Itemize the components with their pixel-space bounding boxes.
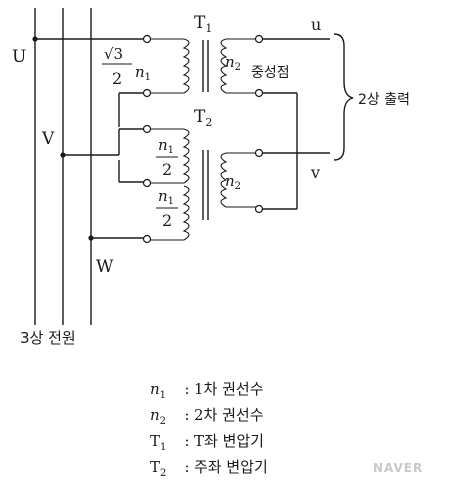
t2-primary-terminal-center [142,178,152,188]
source-label-w: W [96,257,114,277]
legend-row-n2: n2:2차 권선수 [150,402,380,428]
t1-primary-denominator: 2 [112,69,122,88]
t1-label: T1 [194,13,212,35]
t2-lower-denominator: 2 [162,211,172,230]
legend-separator: : [184,458,190,476]
t1-secondary-terminal-top [254,34,264,44]
t2-secondary-coil [220,152,228,208]
source-label-u: U [12,47,26,67]
legend-separator: : [184,380,190,398]
t1-primary-radical: √3 [104,45,123,63]
t1-primary-terminal-bottom [142,88,152,98]
neutral-point-label: 중성점 [251,65,290,81]
legend-separator: : [184,406,190,424]
t2-primary-coil-lower [182,185,190,241]
legend-key: n2 [150,406,167,427]
t2-upper-denominator: 2 [162,160,172,179]
output-caption: 2상 출력 [358,92,410,108]
legend-key: T2 [150,458,167,479]
legend-row-t2: T2:주좌 변압기 [150,454,380,480]
legend-key: n1 [150,380,167,401]
legend-text: 1차 권선수 [194,380,264,398]
legend-key: T1 [150,432,167,453]
t2-primary-coil-upper [182,128,190,184]
output-label-v: v [310,163,320,182]
t1-secondary-n-label: n2 [225,53,241,73]
t1-primary-n-label: n1 [135,63,151,83]
output-label-u: u [311,15,321,34]
output-bracket [333,33,354,161]
t2-primary-terminal-top [142,124,152,134]
legend: n1:1차 권선수 n2:2차 권선수 T1:T좌 변압기 T2:주좌 변압기 [150,376,380,480]
naver-watermark-logo: NAVER [373,461,424,475]
t1-secondary-terminal-bottom [254,88,264,98]
t2-secondary-terminal-top [254,148,264,158]
t1-primary-terminal-top [142,34,152,44]
t2-upper-numerator: n1 [158,136,174,156]
t2-label: T2 [194,107,212,129]
legend-text: T좌 변압기 [194,432,264,450]
t2-secondary-n-label: n2 [225,172,241,192]
legend-separator: : [184,432,190,450]
legend-row-t1: T1:T좌 변압기 [150,428,380,454]
source-caption: 3상 전원 [20,329,76,347]
t2-primary-terminal-bottom [142,234,152,244]
legend-text: 주좌 변압기 [194,458,268,476]
legend-text: 2차 권선수 [194,406,264,424]
t2-lower-numerator: n1 [158,187,174,207]
source-label-v: V [41,129,55,149]
t1-primary-coil [182,38,190,94]
t2-secondary-terminal-bottom [254,204,264,214]
legend-row-n1: n1:1차 권선수 [150,376,380,402]
t1-secondary-coil [220,38,228,94]
